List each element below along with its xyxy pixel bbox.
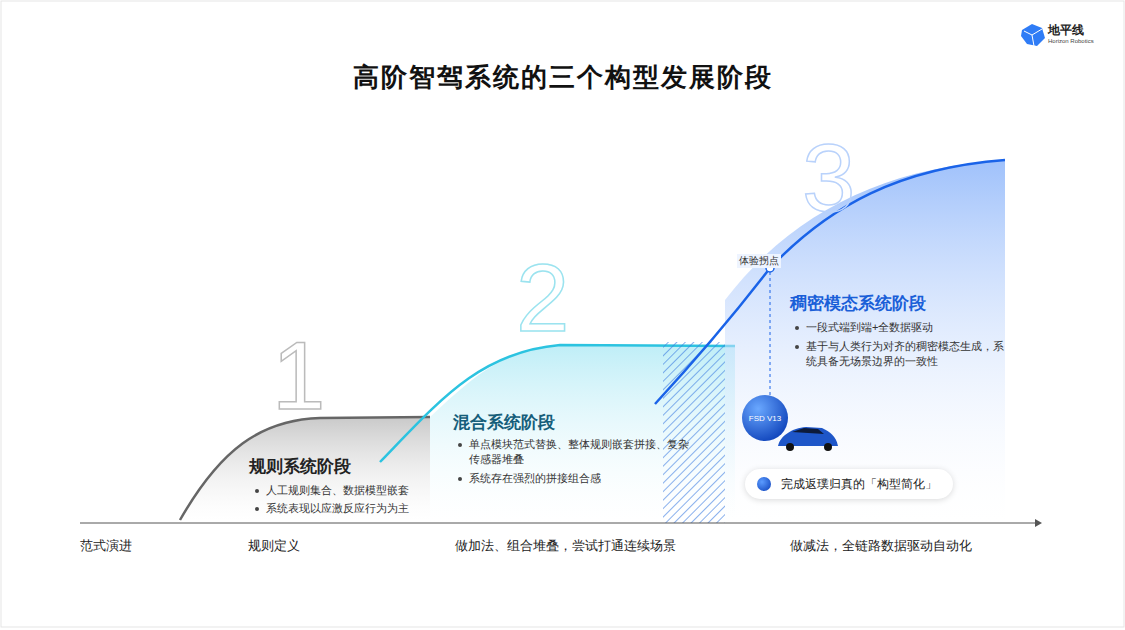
stage-bullet: 人工规则集合、数据模型嵌套 <box>252 483 409 498</box>
logo-sub: Horizon Robotics <box>1048 37 1094 45</box>
stage-number: 3 <box>802 130 855 226</box>
stage-heading: 规则系统阶段 <box>249 456 351 479</box>
point-label: 体验拐点 <box>737 254 781 268</box>
node-text: 完成返璞归真的「构型简化」 <box>781 476 937 493</box>
stage-bullet: 系统表现以应激反应行为为主 <box>252 501 409 516</box>
stage-number: 2 <box>516 250 569 346</box>
stage-bullet: 单点模块范式替换、整体规则嵌套拼接、复杂传感器堆叠 <box>455 437 691 467</box>
stage-bullet: 基于与人类行为对齐的稠密模态生成，系统具备无场景边界的一致性 <box>792 339 1006 369</box>
stage-heading: 稠密模态系统阶段 <box>790 293 926 316</box>
stage-bullet: 系统存在强烈的拼接组合感 <box>455 471 601 486</box>
stage-number: 1 <box>272 328 325 424</box>
axis-label: 规则定义 <box>248 537 300 555</box>
summary-pill: 完成返璞归真的「构型简化」 <box>745 469 953 499</box>
axis-label: 做加法、组合堆叠，尝试打通连续场景 <box>455 537 676 555</box>
axis-label: 范式演进 <box>80 537 132 555</box>
node-text: FSD V13 <box>749 414 781 423</box>
stage-bullet: 一段式端到端+全数据驱动 <box>792 320 933 335</box>
logo-name: 地平线 <box>1048 22 1084 38</box>
diagram-title: 高阶智驾系统的三个构型发展阶段 <box>0 60 1125 95</box>
stage-heading: 混合系统阶段 <box>453 412 555 435</box>
fsd-ball: FSD V13 <box>742 395 788 441</box>
pill-dot <box>757 477 771 491</box>
axis-label: 做减法，全链路数据驱动自动化 <box>790 537 972 555</box>
